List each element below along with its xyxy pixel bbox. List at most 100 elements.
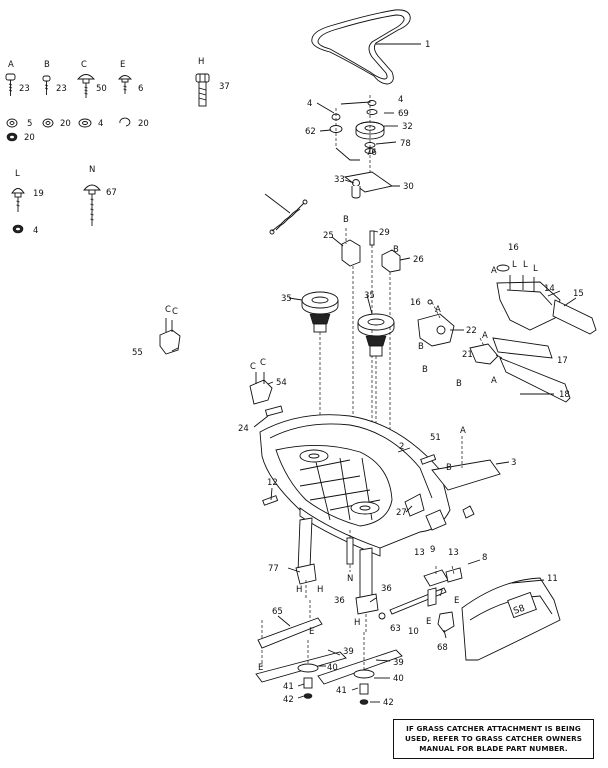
nut-icon — [6, 118, 18, 128]
hw-ref-letter: C — [165, 305, 171, 315]
deck-lift-linkage — [417, 264, 597, 403]
nut-icon — [78, 118, 92, 128]
discharge-chute: S8 — [437, 577, 561, 661]
callout-number: 24 — [238, 424, 249, 434]
hw-qty: 23 — [56, 84, 67, 94]
hardware-ref-letters: A B B B C C C C E E E E H H H N L L L B … — [165, 215, 538, 673]
callout-number: 29 — [379, 228, 390, 238]
callout-number: 35 — [364, 291, 375, 301]
callout-number: 55 — [132, 348, 143, 358]
callout-number: 39 — [343, 647, 354, 657]
callout-number: 33 — [334, 175, 345, 185]
note-text: IF GRASS CATCHER ATTACHMENT IS BEING USE… — [404, 724, 583, 753]
callout-number: 36 — [381, 584, 392, 594]
bolt-b-icon — [42, 75, 51, 95]
hw-ref-letter: L — [533, 264, 538, 274]
hw-ref-letter: B — [422, 365, 428, 375]
hw-ref-letter: A — [460, 426, 466, 436]
mower-deck — [259, 405, 501, 557]
callout-number: 39 — [393, 658, 404, 668]
callout-number: 65 — [272, 607, 283, 617]
callout-number: 76 — [366, 148, 377, 158]
grass-catcher-note: IF GRASS CATCHER ATTACHMENT IS BEING USE… — [393, 719, 594, 759]
hw-ref-letter: E — [454, 596, 459, 606]
idler-arm-bracket — [343, 171, 400, 199]
hw-letter: L — [15, 169, 20, 179]
nut-icon — [6, 132, 18, 142]
drive-belt — [311, 9, 421, 85]
callout-number: 77 — [268, 564, 279, 574]
callout-number: 13 — [414, 548, 425, 558]
callout-number: 16 — [410, 298, 421, 308]
hw-ref-letter: B — [446, 463, 452, 473]
callout-number: 42 — [383, 698, 394, 708]
bolt-n-icon — [83, 184, 101, 226]
callout-number: 11 — [547, 574, 558, 584]
hardware-legend: A 23 B 23 C 50 E 6 — [5, 57, 230, 236]
blade-adapter-65 — [257, 600, 323, 666]
hw-qty: 37 — [219, 82, 230, 92]
hw-ref-letter: E — [309, 627, 314, 637]
callout-number: 32 — [402, 122, 413, 132]
callout-number: 21 — [462, 350, 473, 360]
hw-letter: B — [44, 60, 50, 70]
hw-ref-letter: L — [512, 260, 517, 270]
callout-number: 7 — [438, 589, 443, 599]
hw-ref-letter: A — [491, 376, 497, 386]
spindle-lower-36 — [355, 547, 379, 632]
hw-ref-letter: H — [296, 585, 302, 595]
callout-number: 54 — [276, 378, 287, 388]
leader-lines — [171, 101, 577, 703]
hw-qty: 6 — [138, 84, 143, 94]
hw-qty: 4 — [33, 226, 38, 236]
washer-icon — [119, 117, 131, 127]
callout-number: 25 — [323, 231, 334, 241]
hw-ref-letter: E — [426, 617, 431, 627]
bolt-c-icon — [76, 74, 96, 98]
hw-qty: 5 — [27, 119, 32, 129]
callout-number: 10 — [408, 627, 419, 637]
callout-number: 22 — [466, 326, 477, 336]
callout-number: 8 — [482, 553, 487, 563]
callout-number: 12 — [267, 478, 278, 488]
hw-qty: 19 — [33, 189, 44, 199]
callout-number: 36 — [334, 596, 345, 606]
callout-number: 41 — [283, 682, 294, 692]
callout-number: 40 — [327, 663, 338, 673]
nut-icon — [42, 118, 54, 128]
hw-letter: C — [81, 60, 87, 70]
hw-ref-letter: B — [343, 215, 349, 225]
bracket-55 — [159, 318, 181, 355]
callout-number: 69 — [398, 109, 409, 119]
hw-ref-letter: H — [354, 618, 360, 628]
hw-qty: 4 — [98, 119, 103, 129]
hw-qty: 67 — [106, 188, 117, 198]
hw-ref-letter: E — [258, 663, 263, 673]
callout-number: 68 — [437, 643, 448, 653]
tension-spring — [269, 199, 308, 235]
callout-number: 35 — [281, 294, 292, 304]
callout-number: 51 — [430, 433, 441, 443]
callout-number: 2 — [399, 442, 404, 452]
bolt-n-support — [346, 530, 354, 572]
blade-right-39 — [317, 632, 403, 705]
callout-number: 17 — [557, 356, 568, 366]
bolt-h-icon — [195, 73, 210, 107]
callout-number: 27 — [396, 508, 407, 518]
callout-number: 40 — [393, 674, 404, 684]
hw-ref-letter: L — [523, 260, 528, 270]
bracket-26 — [381, 249, 401, 440]
idler-pulley-assembly — [329, 95, 385, 182]
hw-letter: E — [120, 60, 125, 70]
callout-number: 3 — [511, 458, 516, 468]
hw-qty: 23 — [19, 84, 30, 94]
hw-ref-letter: N — [347, 574, 353, 584]
hw-ref-letter: A — [482, 331, 488, 341]
hw-ref-letter: B — [393, 245, 399, 255]
callout-number: 30 — [403, 182, 414, 192]
blade-left-39 — [255, 640, 347, 699]
bracket-54 — [249, 372, 273, 405]
chute-logo-icon: S8 — [512, 603, 526, 616]
callout-number: 42 — [283, 695, 294, 705]
